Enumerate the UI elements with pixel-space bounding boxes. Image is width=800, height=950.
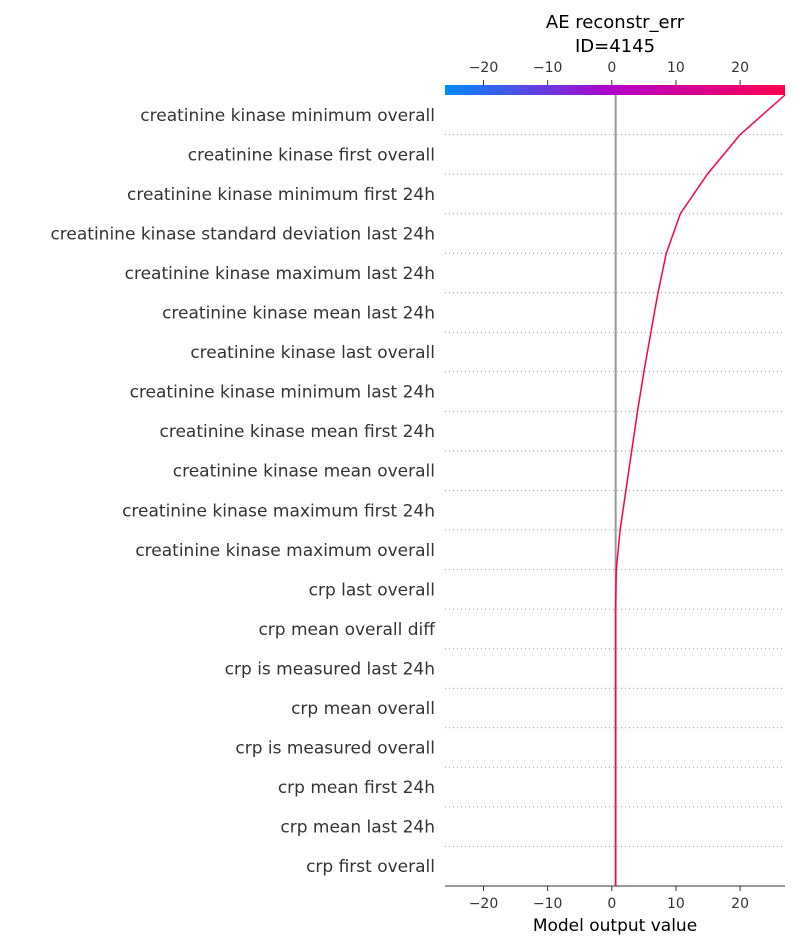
feature-label: crp mean first 24h xyxy=(278,778,435,798)
top-tick-label: 0 xyxy=(607,60,616,76)
feature-label: creatinine kinase standard deviation las… xyxy=(50,224,435,244)
bottom-axis: −20 −10 0 10 20 xyxy=(469,886,749,912)
decision-line xyxy=(614,94,786,886)
bottom-tick-label: 10 xyxy=(667,896,685,912)
feature-label: crp is measured overall xyxy=(235,739,435,759)
top-tick-label: 10 xyxy=(667,60,685,76)
feature-label: creatinine kinase minimum first 24h xyxy=(127,185,435,205)
feature-gridlines xyxy=(445,134,785,887)
feature-label: creatinine kinase maximum last 24h xyxy=(125,264,435,284)
bottom-tick-label: −10 xyxy=(533,896,563,912)
bottom-tick-label: 20 xyxy=(731,896,749,912)
top-axis: −20 −10 0 10 20 xyxy=(469,60,749,85)
feature-label: creatinine kinase first overall xyxy=(188,145,435,165)
feature-label: crp is measured last 24h xyxy=(225,660,435,680)
feature-label: crp first overall xyxy=(306,857,435,877)
top-tick-label: 20 xyxy=(731,60,749,76)
feature-label: crp mean last 24h xyxy=(280,818,435,838)
top-tick-label: −20 xyxy=(469,60,499,76)
chart-subtitle: ID=4145 xyxy=(575,36,655,57)
colorbar xyxy=(445,85,785,95)
feature-label: crp last overall xyxy=(309,580,435,600)
feature-label: creatinine kinase last overall xyxy=(190,343,435,363)
top-tick-label: −10 xyxy=(533,60,563,76)
feature-label: creatinine kinase mean last 24h xyxy=(162,304,435,324)
bottom-tick-label: 0 xyxy=(607,896,616,912)
feature-label: creatinine kinase minimum last 24h xyxy=(130,383,435,403)
x-axis-label: Model output value xyxy=(533,916,697,936)
bottom-tick-label: −20 xyxy=(469,896,499,912)
feature-label: creatinine kinase mean first 24h xyxy=(160,422,436,442)
feature-label: creatinine kinase mean overall xyxy=(173,462,435,482)
feature-label: creatinine kinase maximum overall xyxy=(135,541,435,561)
feature-label: creatinine kinase minimum overall xyxy=(140,106,435,126)
feature-labels: creatinine kinase minimum overall creatin… xyxy=(50,106,436,877)
feature-label: crp mean overall xyxy=(291,699,435,719)
chart-title: AE reconstr_err xyxy=(546,12,685,33)
feature-label: crp mean overall diff xyxy=(258,620,436,640)
feature-label: creatinine kinase maximum first 24h xyxy=(122,501,435,521)
